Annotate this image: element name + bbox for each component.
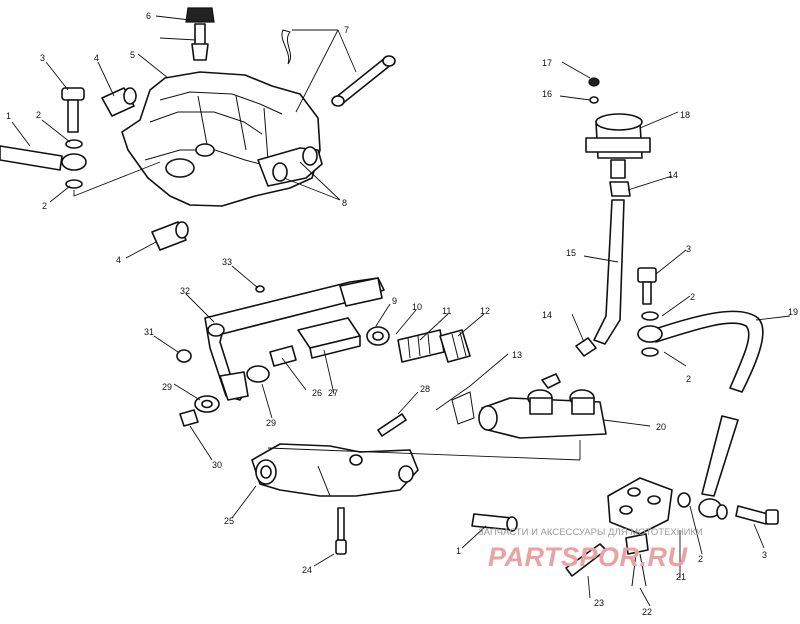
callout-30: 30 <box>212 460 222 470</box>
watermark-logo: PARTSPOR.RU <box>488 542 689 572</box>
caliper-bolt-and-bushings <box>61 87 189 251</box>
caliper-pins <box>281 29 396 107</box>
callout-1: 1 <box>456 546 461 556</box>
callout-31: 31 <box>144 327 154 337</box>
callout-22: 22 <box>642 607 652 617</box>
callout-3: 3 <box>40 53 45 63</box>
callout-19: 19 <box>788 307 798 317</box>
reservoir-hose <box>575 199 625 357</box>
callout-14: 14 <box>542 310 552 320</box>
callout-14: 14 <box>668 170 678 180</box>
fluid-reservoir <box>585 77 651 197</box>
callout-2: 2 <box>698 554 703 564</box>
watermark-tagline: ЗАПЧАСТИ И АКСЕССУАРЫ ДЛЯ МОТОТЕХНИКИ <box>478 527 703 538</box>
bleeder-cap <box>185 7 215 61</box>
callout-33: 33 <box>222 257 232 267</box>
callout-28: 28 <box>420 384 430 394</box>
brake-linkage-arm <box>251 443 419 497</box>
callout-5: 5 <box>130 50 135 60</box>
callout-2: 2 <box>690 292 695 302</box>
callout-2: 2 <box>36 110 41 120</box>
clevis-and-pushrod <box>297 317 471 363</box>
callout-6: 6 <box>146 11 151 21</box>
callout-4: 4 <box>94 53 99 63</box>
callout-1: 1 <box>6 111 11 121</box>
callout-24: 24 <box>302 565 312 575</box>
leader-lines <box>11 15 791 607</box>
pivot-bushing-and-washers <box>179 345 297 427</box>
callout-23: 23 <box>594 598 604 608</box>
callout-16: 16 <box>542 89 552 99</box>
callout-29: 29 <box>162 382 172 392</box>
callout-4: 4 <box>116 255 121 265</box>
callout-18: 18 <box>680 110 690 120</box>
master-cylinder <box>451 373 607 439</box>
callout-27: 27 <box>328 388 338 398</box>
callout-10: 10 <box>412 302 422 312</box>
callout-11: 11 <box>442 306 451 316</box>
callout-32: 32 <box>180 286 190 296</box>
callout-26: 26 <box>312 388 322 398</box>
callout-13: 13 <box>512 350 522 360</box>
callout-29: 29 <box>266 418 276 428</box>
brake-caliper <box>121 71 323 207</box>
callout-15: 15 <box>566 248 576 258</box>
callout-17: 17 <box>542 58 552 68</box>
brake-switch-block <box>607 477 673 535</box>
callout-3: 3 <box>686 244 691 254</box>
switch-and-bolts <box>335 413 649 587</box>
front-brake-hose-end <box>0 139 161 197</box>
callout-2: 2 <box>686 374 691 384</box>
callout-9: 9 <box>392 296 397 306</box>
banjo-bolts <box>637 267 779 525</box>
callout-21: 21 <box>676 572 686 582</box>
callout-20: 20 <box>656 422 666 432</box>
callout-25: 25 <box>224 516 234 526</box>
watermark: ЗАПЧАСТИ И АКСЕССУАРЫ ДЛЯ МОТОТЕХНИКИ PA… <box>478 527 703 572</box>
callout-3: 3 <box>762 550 767 560</box>
callout-8: 8 <box>342 198 347 208</box>
callout-7: 7 <box>344 25 349 35</box>
callout-2: 2 <box>42 201 47 211</box>
callout-12: 12 <box>480 306 490 316</box>
brake-pedal <box>176 277 385 401</box>
callout-labels: 6 7 5 4 3 1 2 2 8 4 17 16 18 14 15 3 2 1… <box>6 11 798 617</box>
rear-brake-line <box>637 310 764 520</box>
